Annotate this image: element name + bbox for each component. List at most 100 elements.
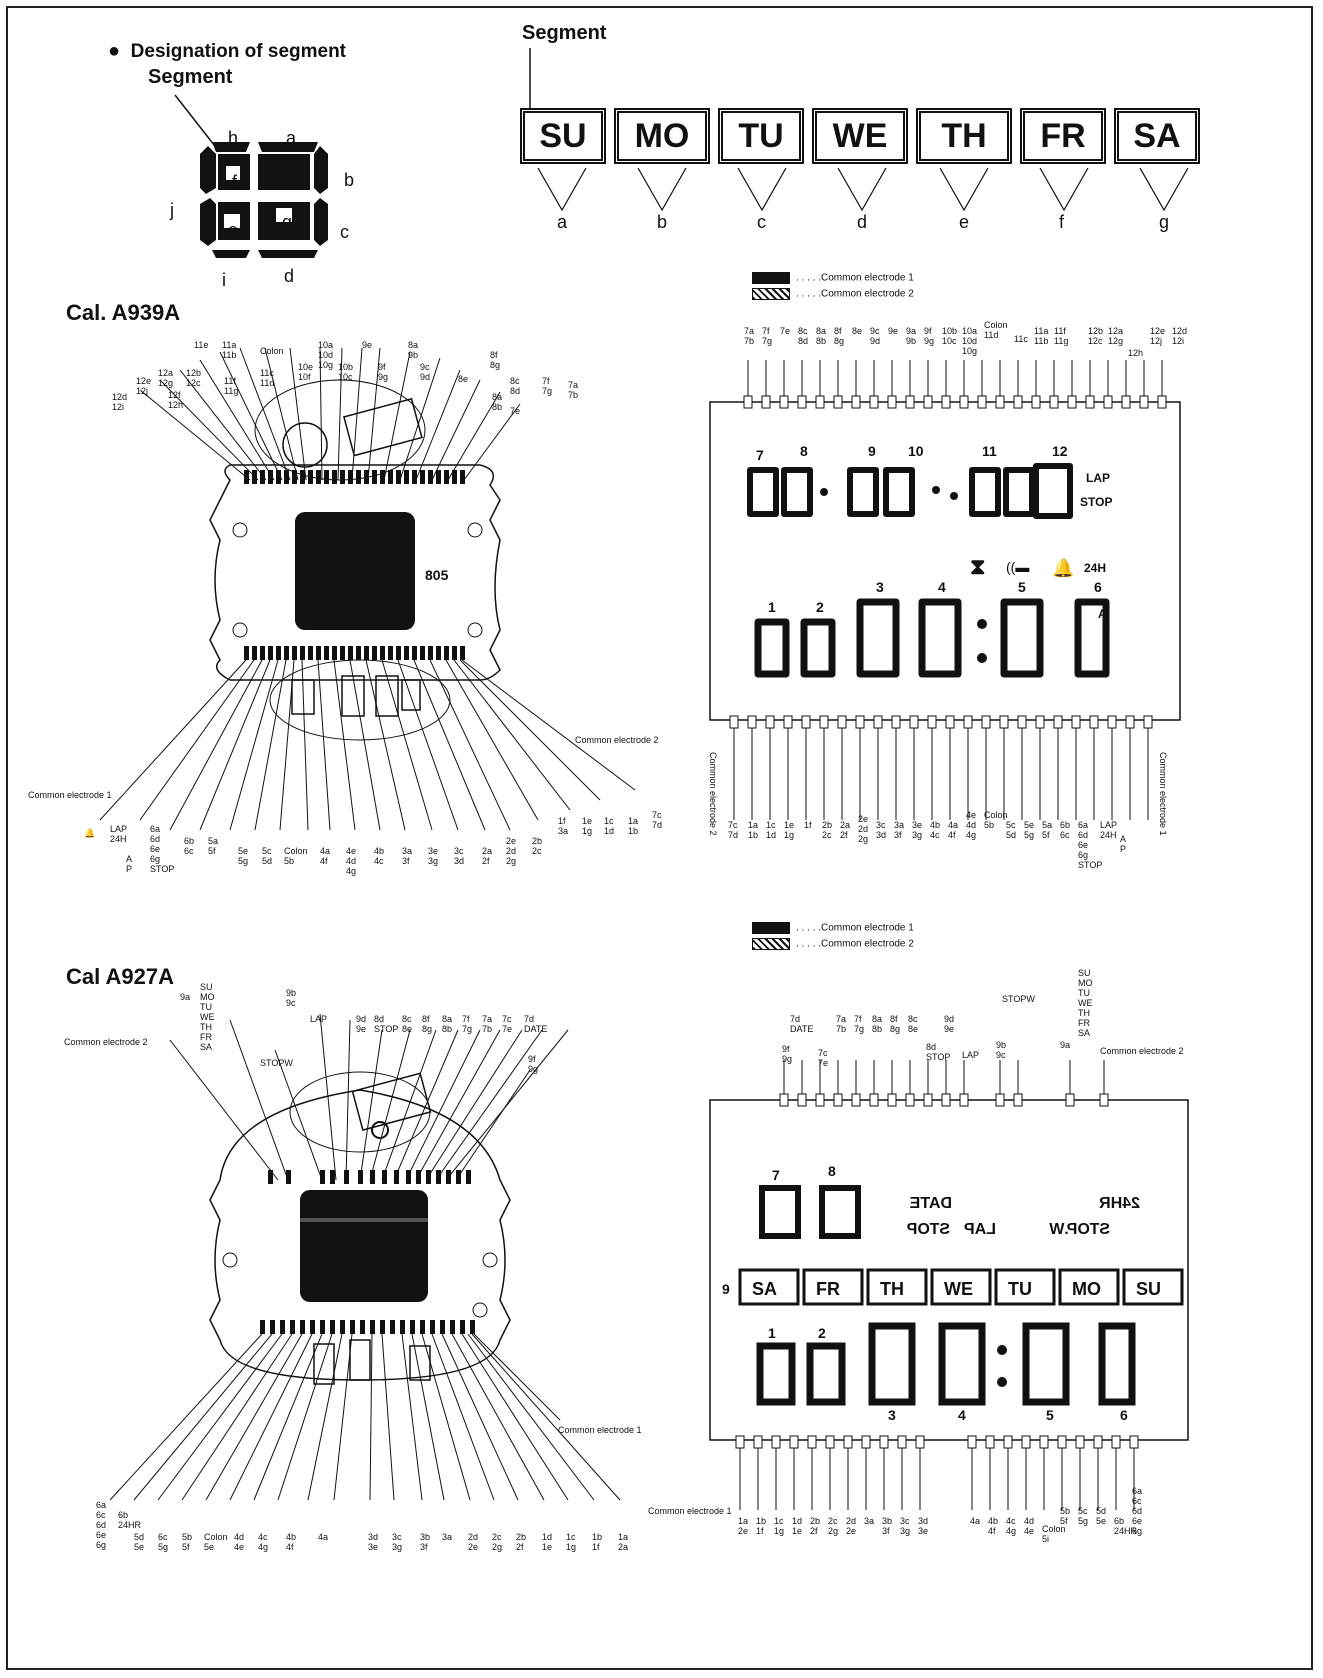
a939-top-label: 11e: [194, 340, 209, 350]
a939-display-top-label: 9c 9d: [870, 326, 881, 346]
a927-display-bottom-label: 4b 4f: [988, 1516, 999, 1536]
a927-digit-label: 7: [772, 1167, 780, 1183]
a927-text-date: DATE: [909, 1195, 952, 1212]
a927-display-top-label: 9f 9g: [782, 1044, 793, 1064]
a927-bottom-label: 5b 5f: [182, 1532, 193, 1552]
a939-bottom-label: 5a 5f: [208, 836, 219, 856]
a939-display-bottom-label: 2b 2c: [822, 820, 833, 840]
a927-display-bottom-label: 5d 5e: [1096, 1506, 1107, 1526]
a927-bottom-label: 2d 2e: [468, 1532, 479, 1552]
a939-top-label: 12e 12j: [136, 376, 152, 396]
a927-display-bottom-label: 3a: [864, 1516, 875, 1526]
a939-display-bottom-label: A P: [1120, 834, 1127, 854]
a927-top-label: 8f 8g: [422, 1014, 433, 1034]
seg-letter-h: h: [228, 128, 239, 148]
hourglass-icon: ⧗: [970, 554, 985, 579]
a927-display-top-label: 7a 7b: [836, 1014, 847, 1034]
a927-text-stop: STOP: [906, 1221, 950, 1238]
a927-display-bottom-label: 5c 5g: [1078, 1506, 1089, 1526]
a927-display-bottom-label: 4a: [970, 1516, 981, 1526]
a927-top-label: 9f 9g: [528, 1054, 539, 1074]
a927-display-top-label: 7f 7g: [854, 1014, 865, 1034]
a927-display-bottom-label: 3b 3f: [882, 1516, 893, 1536]
a939-indicator: STOP: [1080, 495, 1112, 509]
a927-display-bottom-label: 2c 2g: [828, 1516, 839, 1536]
a939-bottom-label: 6b 6c: [184, 836, 195, 856]
a927-day-label: TH: [880, 1279, 904, 1299]
day-letter-f: f: [1059, 212, 1065, 232]
seg-letter-d: d: [284, 266, 295, 286]
a927-day-label: SU: [1136, 1279, 1161, 1299]
a939-display-top-label: 8c 8d: [798, 326, 809, 346]
a939-top-label: 10a 10d 10g: [318, 340, 334, 370]
legend-bottom-common2: . . . . .Common electrode 2: [752, 938, 914, 950]
a939-top-label: 9f 9g: [378, 362, 389, 382]
day-box-th: TH: [916, 108, 1012, 164]
a939-display-top-label: 8e: [852, 326, 863, 336]
a939-bottom-label: 7c 7d: [652, 810, 663, 830]
a927-digit-label: 4: [958, 1407, 966, 1423]
day-box-tu: TU: [718, 108, 804, 164]
a927-display-bottom-label: 4d 4e: [1024, 1516, 1035, 1536]
bell-icon: 🔔: [1052, 558, 1074, 578]
a927-day-label: MO: [1072, 1279, 1101, 1299]
a927-bottom-label: 3d 3e: [368, 1532, 379, 1552]
a927-digit-label: 5: [1046, 1407, 1054, 1423]
a927-title: Cal A927A: [66, 964, 175, 989]
legend-solid-swatch: [752, 272, 790, 284]
a939-common-electrode-1: Common electrode 1: [28, 790, 112, 800]
a939-display-top-label: 7f 7g: [762, 326, 773, 346]
a927-bottom-label: 2c 2g: [492, 1532, 503, 1552]
a927-display-bottom-label: 1b 1f: [756, 1516, 767, 1536]
a939-display-top-label: 11f 11g: [1054, 326, 1069, 346]
a939-top-label: 9e: [362, 340, 373, 350]
a939-top-label: 10b 10c: [338, 362, 354, 382]
a939-display-bottom-label: 1a 1b: [748, 820, 759, 840]
a927-display-bottom-label: 6b 24HR: [1114, 1516, 1138, 1536]
a939-bottom-label: 3a 3f: [402, 846, 413, 866]
a939-display-bottom-label: 3e 3g: [912, 820, 923, 840]
a927-display-top-label: LAP: [962, 1050, 980, 1060]
a927-top-label: 9b 9c: [286, 988, 297, 1008]
a939-digit-label: 2: [816, 599, 824, 615]
a939-top-label: 8a 8b: [492, 392, 503, 412]
a939-display-top-label: 10a 10d 10g: [962, 326, 978, 356]
a927-display-bottom-label: 1c 1g: [774, 1516, 785, 1536]
a939-display-top-label: 8a 8b: [816, 326, 827, 346]
a927-bottom-label: 3b 3f: [420, 1532, 431, 1552]
a939-bottom-label: A P: [126, 854, 133, 874]
a939-bottom-label: 1f 3a: [558, 816, 569, 836]
a939-indicator: LAP: [1086, 471, 1110, 485]
a939-top-labels: 11e 11a 11b Colon 10a 10d 10g 9e 8a 9b 8…: [110, 340, 578, 420]
a927-top-label: LAP: [310, 1014, 328, 1024]
a939-display-top-label: 12d 12i: [1172, 326, 1188, 346]
a939-display-bottom-label: 4e 4d 4g: [966, 810, 977, 840]
a939-top-label: 8c 8d: [510, 376, 521, 396]
a939-common-electrode-2: Common electrode 2: [575, 735, 659, 745]
a939-display-bottom-label: 4b 4c: [930, 820, 941, 840]
a939-bottom-label: 1e 1g: [582, 816, 593, 836]
a939-display-top-label: 7a 7b: [744, 326, 755, 346]
a939-title: Cal. A939A: [66, 300, 181, 325]
a927-display-top-labels: 9f 9g 7d DATE 7c 7e 7a 7b 7f 7g 8a 8b 8f…: [762, 968, 1222, 1068]
a927-display-bottom-label: 3c 3g: [900, 1516, 911, 1536]
a939-display-bottom-label: 5c 5d: [1006, 820, 1017, 840]
day-box-sa: SA: [1114, 108, 1200, 164]
a939-digit-label: 12: [1052, 443, 1068, 459]
day-box-fr: FR: [1020, 108, 1106, 164]
a939-display-bottom-label: 2a 2f: [840, 820, 851, 840]
a927-display-top-label: 8d STOP: [926, 1042, 951, 1062]
a927-display-bottom-label: 1a 2e: [738, 1516, 749, 1536]
a927-display-common-electrode-1: Common electrode 1: [648, 1506, 732, 1516]
a939-display-left-electrode: Common electrode 2: [708, 752, 718, 836]
a927-bottom-label: 3a: [442, 1532, 453, 1542]
a939-display-bottom-label: 1e 1g: [784, 820, 795, 840]
a939-bottom-label: 4b 4c: [374, 846, 385, 866]
a927-display-top-label: 9d 9e: [944, 1014, 955, 1034]
a939-display-bottom-label: 1c 1d: [766, 820, 777, 840]
a939-bottom-label: 2a 2f: [482, 846, 493, 866]
a939-bottom-label: 2e 2d 2g: [506, 836, 517, 866]
a939-display-bottom-labels: 7c 7d 1a 1b 1c 1d 1e 1g 1f 2b 2c 2a 2f 2…: [722, 810, 1192, 890]
page-frame: [6, 6, 1313, 1670]
seg-letter-f: f: [232, 172, 238, 192]
